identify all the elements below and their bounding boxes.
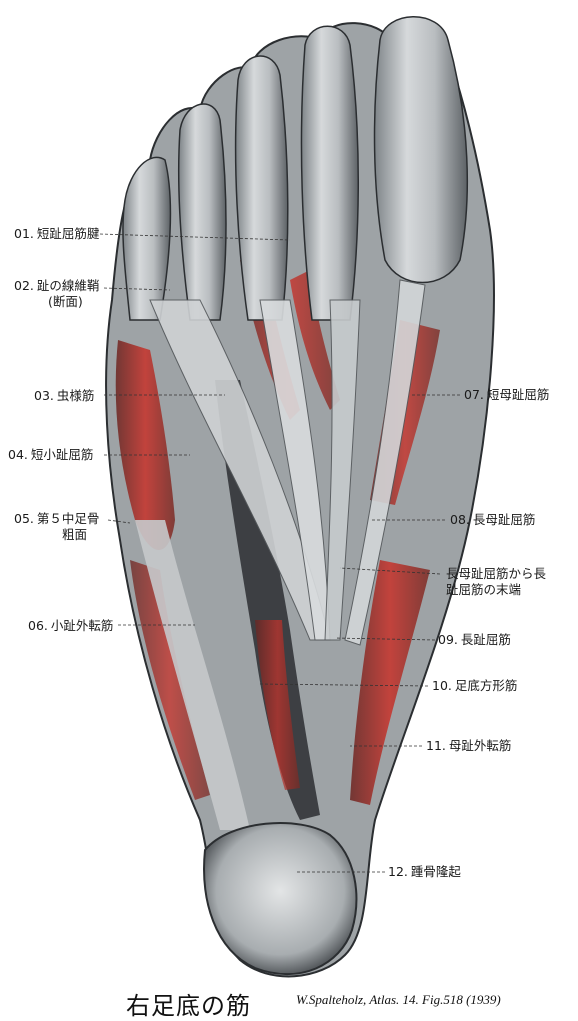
toe-3 (234, 55, 289, 321)
label-num: 01. (14, 226, 34, 241)
flexor-digiti-minimi-muscle (115, 340, 175, 550)
flexor-tendons-bundle-3 (324, 299, 361, 641)
label-text: 母趾外転筋 (448, 738, 512, 753)
label-num: 08. (450, 512, 470, 527)
lateral-band (135, 520, 250, 830)
label-flexor-digitorum-longus: 09.長趾屈筋 (438, 632, 511, 647)
label-num: 02. (14, 278, 34, 293)
label-text: 第５中足骨 (36, 511, 100, 526)
label-fifth-metatarsal: 05.第５中足骨 (14, 511, 99, 526)
label-abductor-digiti-minimi: 06.小趾外転筋 (28, 618, 113, 633)
label-abductor-hallucis: 11.母趾外転筋 (426, 738, 511, 753)
label-num: 04. (8, 447, 28, 462)
label-calcaneal-tuberosity: 12.踵骨隆起 (388, 864, 461, 879)
abductor-digiti-minimi-muscle (130, 560, 210, 800)
toe-4 (177, 103, 227, 321)
label-text: 趾の線維鞘 (36, 278, 100, 293)
leader-lines (99, 233, 460, 873)
label-num: 07. (464, 387, 484, 402)
label-fibrous-sheath: 02.趾の線維鞘 (14, 278, 99, 293)
label-quadratus-plantae: 10.足底方形筋 (432, 678, 517, 693)
label-text: 虫様筋 (56, 388, 95, 403)
label-text: 短趾屈筋腱 (36, 226, 100, 241)
toe-2 (300, 25, 360, 321)
label-num: 03. (34, 388, 54, 403)
label-text: 長趾屈筋 (460, 632, 511, 647)
toe-5 (122, 156, 172, 321)
label-text: (断面) (48, 294, 83, 309)
label-num: 05. (14, 511, 34, 526)
label-num: 09. (438, 632, 458, 647)
label-text: 長母趾屈筋 (472, 512, 536, 527)
label-lumbricals: 03.虫様筋 (34, 388, 94, 403)
label-tendon-slip-sub: 趾屈筋の末端 (446, 582, 521, 597)
flexor-hallucis-longus-tendon (344, 279, 426, 646)
label-num: 06. (28, 618, 48, 633)
label-flexor-hallucis-longus: 08.長母趾屈筋 (450, 512, 535, 527)
label-text: 粗面 (62, 527, 88, 542)
label-flexor-digiti-minimi-brevis: 04.短小趾屈筋 (8, 447, 93, 462)
label-text: 短小趾屈筋 (30, 447, 94, 462)
label-text: 踵骨隆起 (410, 864, 461, 879)
toe-1-hallux (373, 16, 469, 284)
figure-title: 右足底の筋 (126, 992, 251, 1020)
label-flexor-hallucis-brevis: 07.短母趾屈筋 (464, 387, 549, 402)
figure-credit: W.Spalteholz, Atlas. 14. Fig.518 (1939) (296, 992, 501, 1007)
label-flexor-digitorum-brevis-tendon: 01.短趾屈筋腱 (14, 226, 99, 241)
label-text: 短母趾屈筋 (486, 387, 550, 402)
label-fifth-metatarsal-sub: 粗面 (62, 527, 87, 542)
label-text: 足底方形筋 (454, 678, 518, 693)
label-text: 長母趾屈筋から長 (446, 566, 547, 581)
label-num: 10. (432, 678, 452, 693)
abductor-hallucis-muscle (350, 560, 430, 805)
calcaneal-tuberosity (203, 822, 358, 976)
label-fibrous-sheath-sub: (断面) (48, 294, 83, 309)
label-num: 12. (388, 864, 408, 879)
quadratus-plantae-muscle (255, 620, 300, 790)
label-text: 趾屈筋の末端 (446, 582, 522, 597)
label-num: 11. (426, 738, 446, 753)
label-tendon-slip: 長母趾屈筋から長 (446, 566, 546, 581)
label-text: 小趾外転筋 (50, 618, 114, 633)
